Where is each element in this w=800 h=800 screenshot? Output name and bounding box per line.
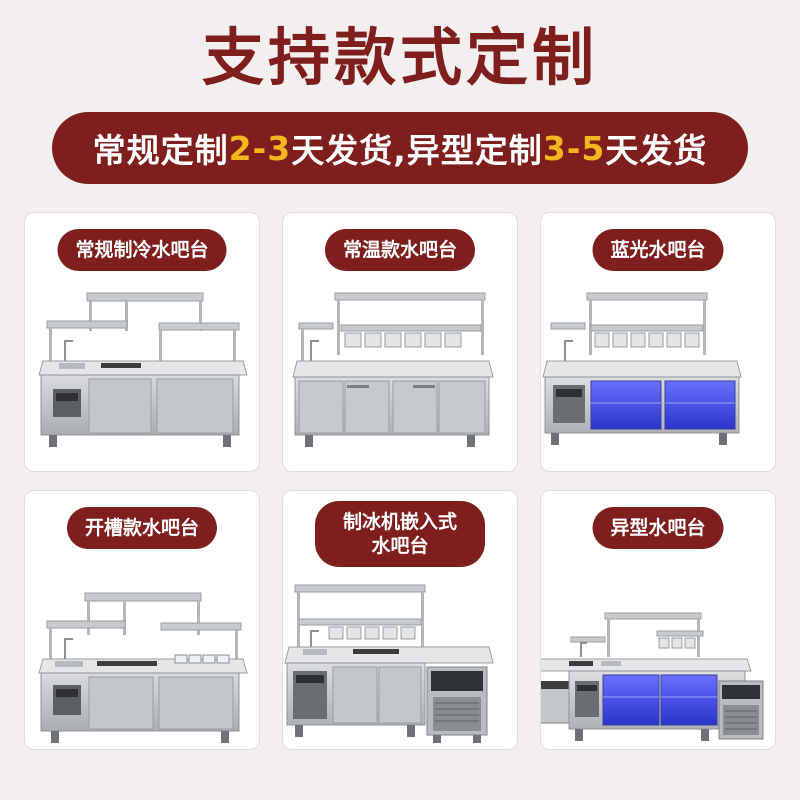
product-card-slotted[interactable]: 开槽款水吧台	[24, 490, 260, 750]
product-card-room-temperature[interactable]: 常温款水吧台	[282, 212, 518, 472]
product-label: 异型水吧台	[592, 507, 724, 549]
product-label: 蓝光水吧台	[592, 229, 724, 271]
bar-counter-image	[38, 592, 248, 743]
banner-text-1: 常规定制	[92, 131, 229, 170]
bar-counter-image	[38, 292, 248, 447]
banner-text-2: 天发货,异型定制	[291, 131, 543, 170]
bar-counter-image	[284, 584, 494, 743]
banner-days-1: 2-3	[228, 128, 292, 168]
banner-days-2: 3-5	[542, 128, 606, 168]
bar-counter-image	[292, 292, 494, 447]
product-label: 开槽款水吧台	[66, 507, 218, 549]
product-label: 制冰机嵌入式 水吧台	[315, 501, 485, 567]
product-label: 常温款水吧台	[324, 229, 476, 271]
bar-counter-image	[542, 292, 742, 445]
page-title: 支持款式定制	[201, 21, 598, 94]
bar-counter-image	[541, 612, 764, 741]
product-card-standard-refrigerated[interactable]: 常规制冷水吧台	[24, 212, 260, 472]
product-card-custom-shape[interactable]: 异型水吧台	[540, 490, 776, 750]
product-card-blue-light[interactable]: 蓝光水吧台	[540, 212, 776, 472]
product-label-line-2: 水吧台	[371, 535, 429, 557]
product-card-ice-maker-embedded[interactable]: 制冰机嵌入式 水吧台	[282, 490, 518, 750]
product-label: 常规制冷水吧台	[57, 229, 227, 271]
banner-text-3: 天发货	[605, 131, 708, 170]
product-label-line-1: 制冰机嵌入式	[342, 511, 457, 533]
